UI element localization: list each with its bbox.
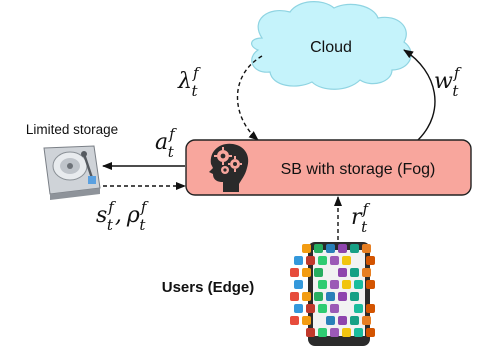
cloud-label: Cloud	[310, 39, 352, 56]
app-tile-icon	[318, 304, 327, 313]
app-tile-icon	[294, 304, 303, 313]
users-node: Users (Edge)	[162, 242, 375, 346]
app-tile-icon	[366, 304, 375, 313]
app-tile-icon	[290, 268, 299, 277]
app-tile-icon	[362, 316, 371, 325]
app-tile-icon	[318, 328, 327, 337]
app-tile-icon	[338, 292, 347, 301]
users-label: Users (Edge)	[162, 279, 255, 296]
app-tile-icon	[306, 304, 315, 313]
arrows	[102, 49, 436, 240]
app-tile-icon	[362, 268, 371, 277]
app-tile-icon	[342, 256, 351, 265]
app-tile-icon	[342, 328, 351, 337]
app-tile-icon	[330, 328, 339, 337]
app-tile-icon	[314, 244, 323, 253]
fog-box	[185, 139, 472, 196]
app-tile-icon	[306, 256, 315, 265]
app-tile-icon	[354, 304, 363, 313]
app-tile-icon	[318, 280, 327, 289]
app-tile-icon	[366, 256, 375, 265]
app-tile-icon	[290, 316, 299, 325]
app-tile-icon	[314, 268, 323, 277]
storage-label: Limited storage	[26, 122, 118, 137]
app-tile-icon	[354, 280, 363, 289]
gears-head-icon	[209, 143, 249, 192]
fog-label: SB with storage (Fog)	[281, 161, 436, 178]
app-tile-icon	[294, 280, 303, 289]
app-tile-icon	[350, 316, 359, 325]
app-tile-icon	[302, 316, 311, 325]
app-tile-icon	[350, 244, 359, 253]
app-tile-icon	[330, 280, 339, 289]
app-tile-icon	[362, 244, 371, 253]
app-tile-icon	[314, 292, 323, 301]
app-tile-icon	[366, 280, 375, 289]
app-tile-icon	[366, 328, 375, 337]
app-tile-icon	[326, 316, 335, 325]
app-tile-icon	[338, 244, 347, 253]
app-tile-icon	[350, 292, 359, 301]
app-tile-icon	[294, 256, 303, 265]
smartphone-apps-icon	[290, 242, 375, 346]
w-solid-arrow	[403, 49, 436, 141]
fog-node: SB with storage (Fog)	[185, 139, 472, 196]
hard-drive-icon	[43, 145, 101, 200]
storage-node: Limited storage	[26, 122, 118, 200]
app-tile-icon	[342, 280, 351, 289]
app-tile-icon	[306, 328, 315, 337]
app-tile-icon	[302, 244, 311, 253]
app-tile-icon	[338, 268, 347, 277]
app-tile-icon	[338, 316, 347, 325]
app-tile-icon	[302, 292, 311, 301]
app-tile-icon	[318, 256, 327, 265]
app-tile-icon	[350, 268, 359, 277]
app-tile-icon	[302, 268, 311, 277]
app-tile-icon	[354, 328, 363, 337]
lambda-dashed-arrow	[236, 55, 263, 141]
app-tile-icon	[330, 256, 339, 265]
cloud-node: Cloud	[251, 1, 412, 90]
app-tile-icon	[330, 304, 339, 313]
cloud-shape	[251, 1, 412, 90]
app-tile-icon	[326, 292, 335, 301]
app-tile-icon	[290, 292, 299, 301]
app-tile-icon	[326, 244, 335, 253]
